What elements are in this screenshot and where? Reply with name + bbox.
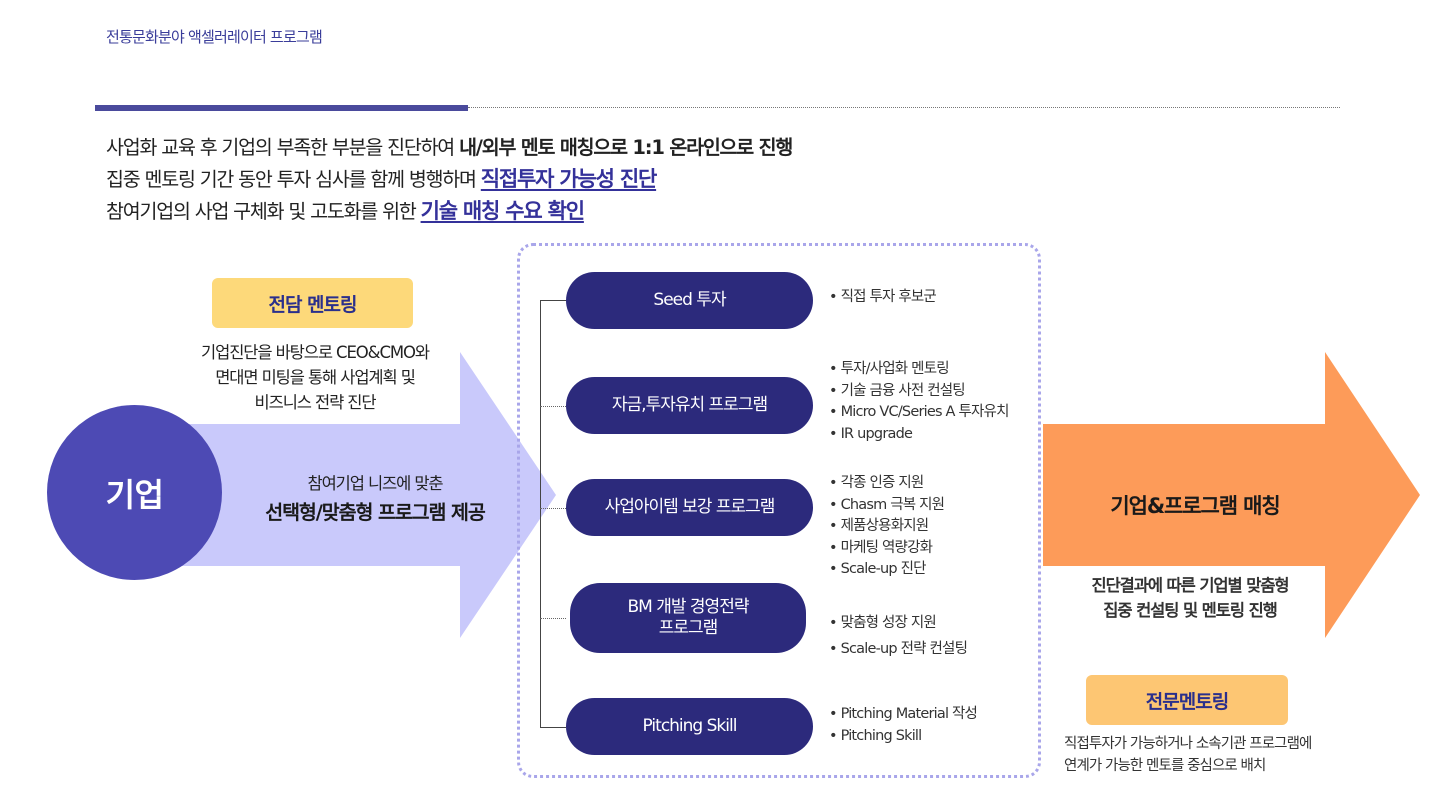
bullet-item: 기술 금융 사전 컨설팅: [829, 381, 1009, 403]
intro-line-1-normal: 사업화 교육 후 기업의 부족한 부분을 진단하여: [106, 136, 460, 159]
program-seed-investment: Seed 투자: [566, 272, 813, 329]
arrow-maintext: 선택형/맞춤형 프로그램 제공: [265, 501, 486, 524]
bullet-item: Micro VC/Series A 투자유치: [829, 402, 1010, 424]
program-label: Pitching Skill: [642, 716, 738, 736]
left-description-line: 면대면 미팅을 통해 사업계획 및: [215, 368, 416, 387]
bullet-item: IR upgrade: [829, 424, 1009, 446]
intro-line-2-normal: 집중 멘토링 기간 동안 투자 심사를 함께 병행하며: [106, 168, 481, 191]
arrow-subtext: 참여기업 니즈에 맞춘: [307, 474, 443, 493]
expert-mentoring-badge: 전문멘토링: [1086, 675, 1288, 725]
matching-description: 진단결과에 따른 기업별 맞춤형 집중 컨설팅 및 멘토링 진행: [1050, 573, 1330, 623]
bullet-item: Scale-up 전략 컨설팅: [829, 636, 968, 662]
matching-description-line: 집중 컨설팅 및 멘토링 진행: [1103, 601, 1278, 620]
matching-arrow: [1043, 352, 1420, 638]
program-bullets: 맞춤형 성장 지원 Scale-up 전략 컨설팅: [829, 610, 968, 662]
expert-mentoring-description: 직접투자가 가능하거나 소속기관 프로그램에 연계가 가능한 멘토를 중심으로 …: [1064, 733, 1312, 777]
program-funding: 자금,투자유치 프로그램: [566, 377, 813, 434]
matching-title: 기업&프로그램 매칭: [1110, 494, 1280, 518]
bullet-item: 제품상용화지원: [829, 516, 944, 538]
bullet-item: 직접 투자 후보군: [829, 287, 937, 309]
bullet-item: Chasm 극복 지원: [829, 495, 945, 517]
intro-line-3-highlight: 기술 매칭 수요 확인: [420, 199, 585, 223]
intro-line-2: 집중 멘토링 기간 동안 투자 심사를 함께 병행하며 직접투자 가능성 진단: [106, 163, 658, 193]
bullet-item: Pitching Material 작성: [829, 704, 978, 726]
left-description-line: 기업진단을 바탕으로 CEO&CMO와: [201, 343, 430, 362]
program-label: Seed 투자: [653, 290, 726, 310]
bracket-tick: [540, 508, 566, 509]
bracket-tick: [540, 300, 566, 301]
program-bullets: 직접 투자 후보군: [829, 287, 937, 309]
program-container: [517, 243, 1041, 778]
header-title: 전통문화분야 액셀러레이터 프로그램: [106, 28, 323, 46]
left-description-line: 비즈니스 전략 진단: [254, 393, 377, 412]
dedicated-mentoring-badge: 전담 멘토링: [212, 278, 413, 328]
bracket-tick: [540, 618, 566, 619]
intro-line-1-bold: 내/외부 멘토 매칭으로 1:1 온라인으로 진행: [459, 136, 793, 159]
matching-arrow-shape: [1043, 352, 1420, 638]
program-business-item: 사업아이템 보강 프로그램: [566, 479, 813, 536]
program-label: 자금,투자유치 프로그램: [611, 395, 768, 415]
bracket-tick: [540, 727, 566, 728]
dedicated-mentoring-label: 전담 멘토링: [268, 293, 357, 316]
bullet-item: Scale-up 진단: [829, 559, 944, 581]
selection-arrow: [150, 352, 556, 638]
selection-arrow-shape: [150, 352, 556, 638]
intro-line-1: 사업화 교육 후 기업의 부족한 부분을 진단하여 내/외부 멘토 매칭으로 1…: [106, 131, 793, 160]
program-label-line: BM 개발 경영전략: [627, 597, 750, 617]
bracket-tick: [540, 406, 566, 407]
bracket-line: [540, 300, 541, 728]
company-circle-label: 기업: [105, 475, 164, 514]
company-circle: 기업: [47, 405, 222, 580]
bullet-item: 맞춤형 성장 지원: [829, 610, 967, 636]
program-bullets: 투자/사업화 멘토링 기술 금융 사전 컨설팅 Micro VC/Series …: [829, 359, 1010, 446]
program-label: 사업아이템 보강 프로그램: [604, 497, 776, 517]
bullet-item: 각종 인증 지원: [829, 473, 944, 495]
program-label-line: 프로그램: [658, 618, 719, 638]
program-pitching-skill: Pitching Skill: [566, 698, 813, 755]
expert-mentoring-line: 연계가 가능한 멘토를 중심으로 배치: [1064, 758, 1266, 774]
expert-mentoring-line: 직접투자가 가능하거나 소속기관 프로그램에: [1064, 736, 1312, 752]
intro-line-3-normal: 참여기업의 사업 구체화 및 고도화를 위한: [106, 200, 421, 223]
expert-mentoring-label: 전문멘토링: [1145, 690, 1229, 713]
intro-line-2-highlight: 직접투자 가능성 진단: [480, 167, 658, 191]
program-bullets: 각종 인증 지원 Chasm 극복 지원 제품상용화지원 마케팅 역량강화 Sc…: [829, 473, 945, 581]
header-rule-thick: [95, 105, 468, 111]
intro-line-3: 참여기업의 사업 구체화 및 고도화를 위한 기술 매칭 수요 확인: [106, 195, 585, 225]
bullet-item: 투자/사업화 멘토링: [829, 359, 1009, 381]
program-bullets: Pitching Material 작성 Pitching Skill: [829, 704, 978, 748]
bullet-item: 마케팅 역량강화: [829, 538, 944, 560]
program-bm-strategy: BM 개발 경영전략 프로그램: [570, 583, 806, 653]
matching-description-line: 진단결과에 따른 기업별 맞춤형: [1091, 576, 1290, 595]
left-description: 기업진단을 바탕으로 CEO&CMO와 면대면 미팅을 통해 사업계획 및 비즈…: [150, 340, 480, 415]
header-rule-dotted: [468, 107, 1340, 108]
bullet-item: Pitching Skill: [829, 726, 977, 748]
